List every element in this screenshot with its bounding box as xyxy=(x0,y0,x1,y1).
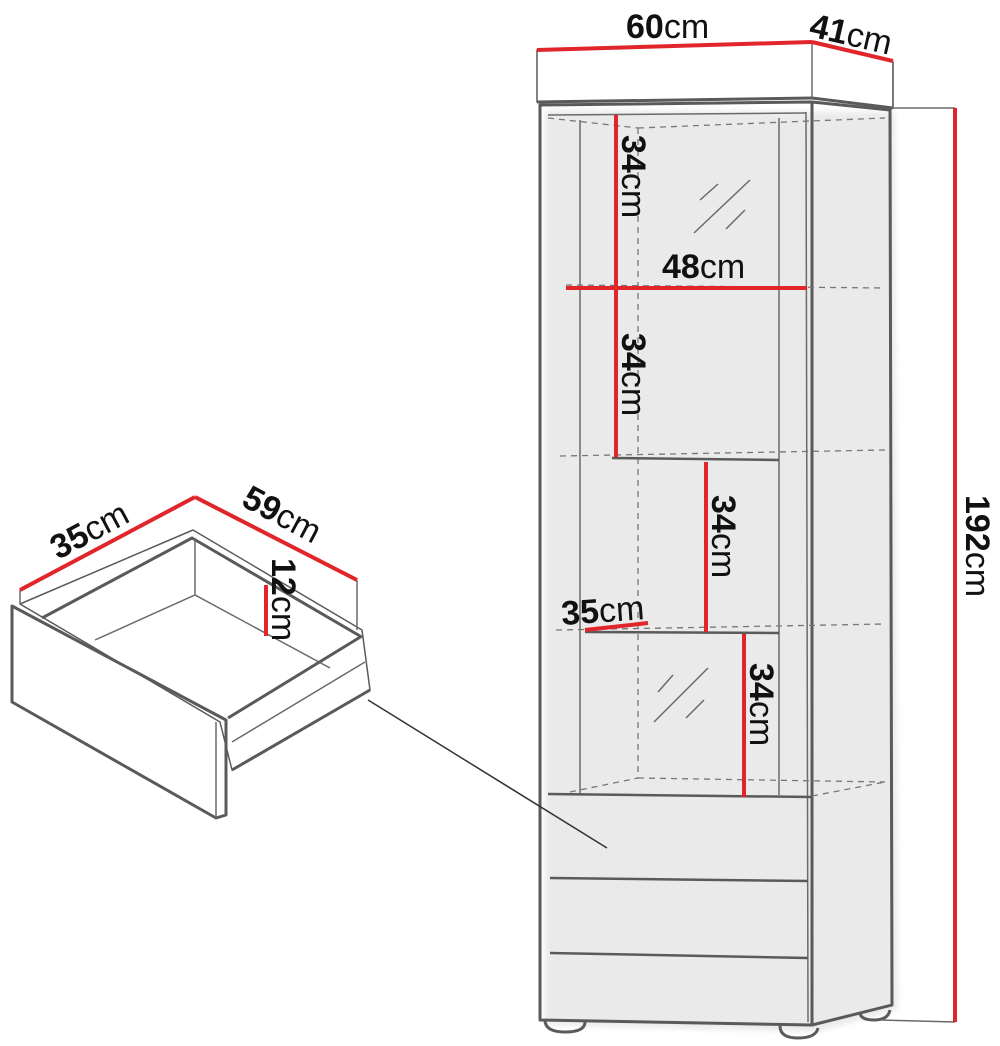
foot xyxy=(778,1025,820,1040)
drawer-front-panel xyxy=(10,604,228,820)
foot xyxy=(543,1019,587,1034)
foot xyxy=(858,1009,892,1022)
cabinet-shadow xyxy=(545,110,898,1032)
cabinet-dimension-lines xyxy=(536,40,957,1022)
shelf-depth-line xyxy=(584,621,649,632)
compartment-4-label: 34cm xyxy=(742,663,780,746)
front-inner-edge xyxy=(805,111,809,1023)
shelf-edge xyxy=(547,792,813,799)
drawer-side-bottom xyxy=(231,688,371,772)
top-edge xyxy=(536,96,813,104)
glass-reflection-icon xyxy=(653,179,751,723)
dash xyxy=(569,777,639,793)
cabinet-drawing xyxy=(536,41,956,1040)
shelf-depth-label: 35cm xyxy=(560,589,646,633)
drawer-height-label: 12cm xyxy=(264,558,302,641)
cabinet-depth-label: 41cm xyxy=(806,7,896,63)
cabinet-side xyxy=(810,100,894,1027)
inner-top xyxy=(547,112,807,116)
dash xyxy=(547,117,639,129)
compartment-3-label: 34cm xyxy=(704,495,742,578)
drawer-divider xyxy=(549,876,809,883)
width-line xyxy=(536,40,813,52)
compartment-2-label: 34cm xyxy=(614,333,652,416)
drawer-depth-line xyxy=(19,495,196,592)
shelf-width-label: 48cm xyxy=(662,248,745,286)
cabinet-width-label: 60cm xyxy=(626,8,709,46)
cabinet-height-label: 192cm xyxy=(958,495,996,597)
top-edge-side xyxy=(811,96,894,110)
depth-line xyxy=(811,40,894,63)
dash xyxy=(637,117,886,129)
guide xyxy=(879,1019,956,1023)
shelf-edge xyxy=(584,630,780,635)
dash xyxy=(637,777,886,783)
shelf-edge xyxy=(611,456,780,462)
drawer-divider xyxy=(549,951,809,960)
dash xyxy=(811,781,886,797)
drawer-side-top xyxy=(227,634,363,720)
leader-line xyxy=(367,699,608,849)
drawer-depth-label: 35cm xyxy=(44,494,135,567)
drawer-drawing xyxy=(10,495,608,849)
compartment-1-label: 34cm xyxy=(614,135,652,218)
drawer-rim xyxy=(41,536,361,638)
drawer-width-line xyxy=(194,495,358,582)
drawer-side-line xyxy=(231,661,366,743)
